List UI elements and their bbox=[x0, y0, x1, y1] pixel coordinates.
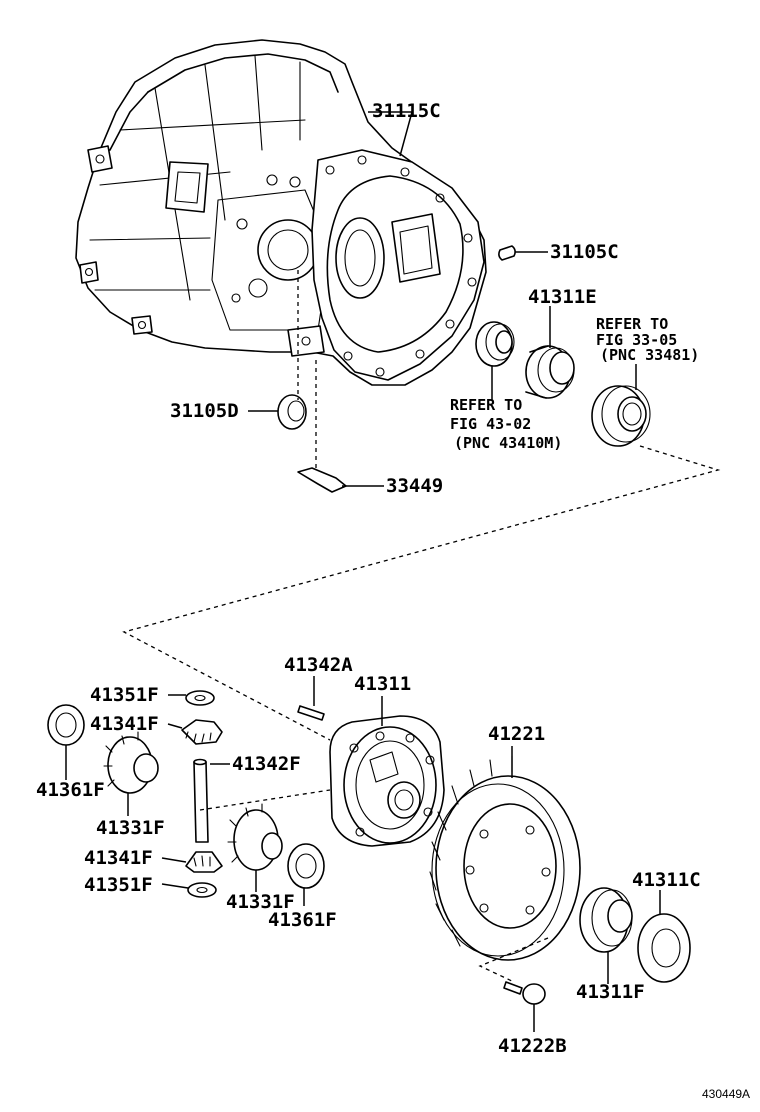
label-41331f-left: 41331F bbox=[96, 817, 165, 839]
label-41311e: 41311E bbox=[528, 286, 597, 308]
pin-41342a-drawing bbox=[297, 705, 325, 721]
ref-note-b-line-2: FIG 33-05 bbox=[596, 331, 677, 349]
label-33449: 33449 bbox=[386, 475, 443, 497]
ref-note-a-line-2: FIG 43-02 bbox=[450, 415, 531, 433]
label-41222b: 41222B bbox=[498, 1035, 567, 1057]
label-41351f-top: 41351F bbox=[90, 684, 159, 706]
label-41341f-bottom: 41341F bbox=[84, 847, 153, 869]
label-41331f-mid: 41331F bbox=[226, 891, 295, 913]
thrust-washer-41361f-mid-drawing bbox=[287, 843, 325, 889]
oil-seal-41311e-drawing bbox=[525, 345, 575, 399]
pinion-41341f-top-drawing bbox=[181, 719, 223, 745]
label-41221: 41221 bbox=[488, 723, 545, 745]
label-41351f-bottom: 41351F bbox=[84, 874, 153, 896]
bolt-41222b-drawing bbox=[503, 981, 546, 1005]
plug-31105d-drawing bbox=[277, 394, 307, 430]
ref-note-b-line-1: REFER TO bbox=[596, 315, 668, 333]
shim-41311c-drawing bbox=[637, 913, 691, 983]
magnet-33449-drawing bbox=[297, 467, 347, 493]
reference-note-43-02: REFER TO FIG 43-02 (PNC 43410M) bbox=[450, 396, 562, 452]
label-41311: 41311 bbox=[354, 673, 411, 695]
pinion-shaft-41342f-drawing bbox=[193, 758, 209, 843]
label-41311c: 41311C bbox=[632, 869, 701, 891]
assembly-dash-lines bbox=[122, 270, 721, 983]
ring-gear-drawing bbox=[429, 755, 581, 961]
reference-note-33-05: REFER TO FIG 33-05 (PNC 33481) bbox=[596, 315, 699, 364]
figure-code: 430449A bbox=[702, 1087, 750, 1101]
label-41361f-mid: 41361F bbox=[268, 909, 337, 931]
transmission-case-drawing bbox=[75, 39, 487, 386]
ref-note-a-line-1: REFER TO bbox=[450, 396, 522, 414]
differential-case-drawing bbox=[329, 715, 445, 847]
side-gear-41331f-left-drawing bbox=[103, 731, 159, 794]
thrust-washer-41361f-left-drawing bbox=[47, 704, 85, 746]
label-31115c: 31115C bbox=[372, 100, 441, 122]
pin-31105c-drawing bbox=[498, 245, 516, 261]
washer-41351f-top-drawing bbox=[185, 690, 215, 706]
label-31105d: 31105D bbox=[170, 400, 239, 422]
pinion-41341f-bottom-drawing bbox=[185, 851, 223, 873]
bearing-41311f-drawing bbox=[579, 887, 633, 953]
label-41341f-top: 41341F bbox=[90, 713, 159, 735]
label-41342f: 41342F bbox=[232, 753, 301, 775]
side-gear-41331f-mid-drawing bbox=[227, 803, 283, 871]
label-31105c: 31105C bbox=[550, 241, 619, 263]
label-41311f: 41311F bbox=[576, 981, 645, 1003]
leader-lines bbox=[65, 111, 661, 1032]
ref-note-b-line-3: (PNC 33481) bbox=[600, 346, 699, 364]
part-labels: 31115C 31105C 41311E 31105D 33449 41342A… bbox=[36, 100, 701, 1057]
oil-seal-33481-drawing bbox=[591, 385, 651, 447]
bearing-race-drawing bbox=[475, 321, 515, 367]
label-41342a: 41342A bbox=[284, 654, 353, 676]
washer-41351f-bottom-drawing bbox=[187, 882, 217, 898]
ref-note-a-line-3: (PNC 43410M) bbox=[454, 434, 562, 452]
label-41361f-left: 41361F bbox=[36, 779, 105, 801]
